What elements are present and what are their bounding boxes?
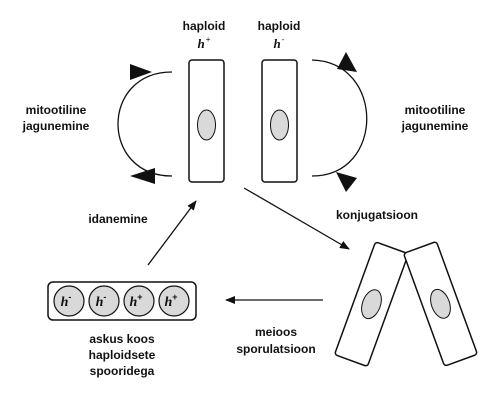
label-mating-type-minus: h- xyxy=(274,35,285,51)
spore: h+ xyxy=(158,285,190,317)
label-haploid-minus: haploid xyxy=(258,19,301,33)
label-ascus-line3: spooridega xyxy=(90,364,155,378)
cell-nucleus xyxy=(361,289,382,320)
spore-label: h+ xyxy=(129,292,142,310)
cell-nucleus xyxy=(197,109,216,141)
spore: h- xyxy=(53,285,85,317)
label-conjugation: konjugatsioon xyxy=(336,208,418,222)
ascus-wall xyxy=(47,281,197,321)
conjugating-cells xyxy=(334,241,478,367)
loop-arrowhead xyxy=(130,168,155,184)
label-meiosis-line2: sporulatsioon xyxy=(236,342,315,356)
spore-body xyxy=(123,285,155,317)
label-mitotic-right-line2: jagunemine xyxy=(401,119,469,133)
conjugating-cell-right xyxy=(403,241,478,367)
label-mitotic-right-line1: mitootiline xyxy=(405,103,466,117)
spore-label: h- xyxy=(96,292,107,310)
spore-body xyxy=(88,285,120,317)
germination-arrow xyxy=(147,200,197,266)
loop-arrowhead xyxy=(337,52,357,72)
spore-body xyxy=(53,285,85,317)
cell-nucleus xyxy=(270,109,289,141)
spore-body xyxy=(158,285,190,317)
loop-arrowhead xyxy=(336,172,357,192)
haploid-cell-plus xyxy=(188,59,225,183)
label-meiosis-line1: meioos xyxy=(255,325,297,339)
ascus: h- h- h+ h+ xyxy=(47,281,197,321)
mitotic-loop-left xyxy=(117,71,173,177)
spore-label: h- xyxy=(61,292,72,310)
spore-label: h+ xyxy=(164,292,177,310)
conjugating-cell-left xyxy=(334,241,409,367)
loop-arrowhead xyxy=(130,64,152,80)
label-ascus-line2: haploidsete xyxy=(89,348,156,362)
conjugation-arrow xyxy=(243,187,350,250)
label-mitotic-left-line1: mitootiline xyxy=(26,103,87,117)
label-mitotic-left-line2: jagunemine xyxy=(22,119,90,133)
label-haploid-plus: haploid xyxy=(183,19,226,33)
spore: h- xyxy=(88,285,120,317)
label-germination: idanemine xyxy=(88,212,148,226)
spore: h+ xyxy=(123,285,155,317)
mitotic-loop-right xyxy=(311,59,368,177)
haploid-cell-minus xyxy=(261,59,298,183)
label-mating-type-plus: h+ xyxy=(198,35,211,51)
cell-nucleus xyxy=(430,288,451,319)
label-ascus-line1: askus koos xyxy=(89,332,155,346)
